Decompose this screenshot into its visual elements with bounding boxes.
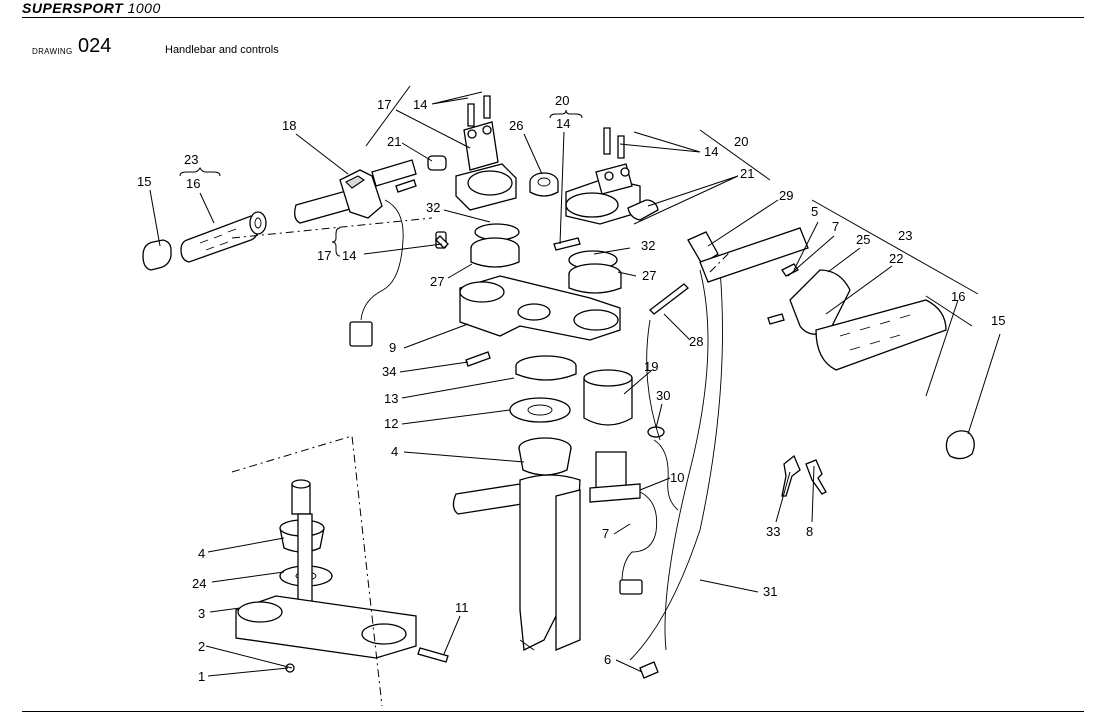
- left-grip-part: [142, 211, 267, 271]
- ignition-switch-part: [583, 369, 679, 595]
- callout-label: 34: [382, 364, 396, 379]
- callout-label: 13: [384, 391, 398, 406]
- callout-label: 19: [644, 359, 658, 374]
- callout-label: 21: [740, 166, 754, 181]
- top-yoke-part: [459, 275, 621, 341]
- callout-label: 25: [856, 232, 870, 247]
- callout-label: 14: [342, 248, 356, 263]
- callout-label: 27: [642, 268, 656, 283]
- callout-label: 14: [413, 97, 427, 112]
- callout-label: 20: [734, 134, 748, 149]
- callout-label: 30: [656, 388, 670, 403]
- drawing-number: 024: [78, 35, 112, 57]
- callout-label: 1: [198, 669, 205, 684]
- callout-label: 16: [951, 289, 965, 304]
- callout-label: 32: [641, 238, 655, 253]
- group-brackets: [179, 85, 979, 327]
- callout-label: 11: [455, 600, 469, 615]
- right-clamp-part: [553, 127, 641, 251]
- stem-nut-parts: [509, 355, 577, 476]
- callout-label: 23: [184, 152, 198, 167]
- callout-label: 28: [689, 334, 703, 349]
- bolt-parts: [435, 235, 689, 367]
- brand-title: SUPERSPORT 1000: [22, 0, 161, 16]
- phantom-line-right: [709, 251, 731, 273]
- callout-label: 21: [387, 134, 401, 149]
- drawing-parts: [142, 85, 1001, 707]
- frame-part: [452, 474, 581, 652]
- cable-parts: [629, 269, 723, 679]
- callout-label: 20: [555, 93, 569, 108]
- callout-labels: 1 2 3 4 4 5 6 7 7 8 9 10 11 12 13 14 14 …: [137, 93, 1005, 684]
- callout-label: 6: [604, 652, 611, 667]
- left-clamp-part: [455, 95, 517, 211]
- drawing-title: Handlebar and controls: [165, 44, 279, 56]
- drawing-label: DRAWING: [32, 47, 73, 56]
- callout-label: 24: [192, 576, 206, 591]
- left-ring-part: [470, 223, 520, 268]
- callout-label: 17: [377, 97, 391, 112]
- right-ring-part: [568, 250, 622, 294]
- callout-label: 27: [430, 274, 444, 289]
- callout-label: 17: [317, 248, 331, 263]
- callout-label: 32: [426, 200, 440, 215]
- callout-label: 3: [198, 606, 205, 621]
- callout-label: 7: [832, 219, 839, 234]
- nut-part: [529, 172, 559, 197]
- top-rule: [22, 17, 1084, 18]
- callout-label: 29: [779, 188, 793, 203]
- brand-model: 1000: [127, 0, 161, 16]
- callout-label: 15: [137, 174, 151, 189]
- phantom-line-top: [231, 217, 433, 239]
- phantom-line-left: [231, 435, 383, 707]
- callout-label: 16: [186, 176, 200, 191]
- callout-label: 12: [384, 416, 398, 431]
- callout-label: 22: [889, 251, 903, 266]
- bottom-rule: [22, 711, 1084, 712]
- brand-name: SUPERSPORT: [22, 0, 124, 16]
- callout-label: 5: [811, 204, 818, 219]
- callout-label: 26: [509, 118, 523, 133]
- left-switch-part: [294, 155, 447, 347]
- callout-label: 4: [198, 546, 205, 561]
- callout-label: 2: [198, 639, 205, 654]
- callout-label: 14: [704, 144, 718, 159]
- callout-label: 23: [898, 228, 912, 243]
- right-grip-part: [627, 199, 975, 460]
- callout-label: 15: [991, 313, 1005, 328]
- callout-label: 31: [763, 584, 777, 599]
- callout-label: 10: [670, 470, 684, 485]
- callout-label: 14: [556, 116, 570, 131]
- callout-label: 7: [602, 526, 609, 541]
- callout-label: 9: [389, 340, 396, 355]
- callout-label: 8: [806, 524, 813, 539]
- callout-label: 4: [391, 444, 398, 459]
- callout-label: 18: [282, 118, 296, 133]
- callout-label: 33: [766, 524, 780, 539]
- lower-yoke-part: [235, 479, 449, 673]
- leader-lines: [149, 91, 1001, 677]
